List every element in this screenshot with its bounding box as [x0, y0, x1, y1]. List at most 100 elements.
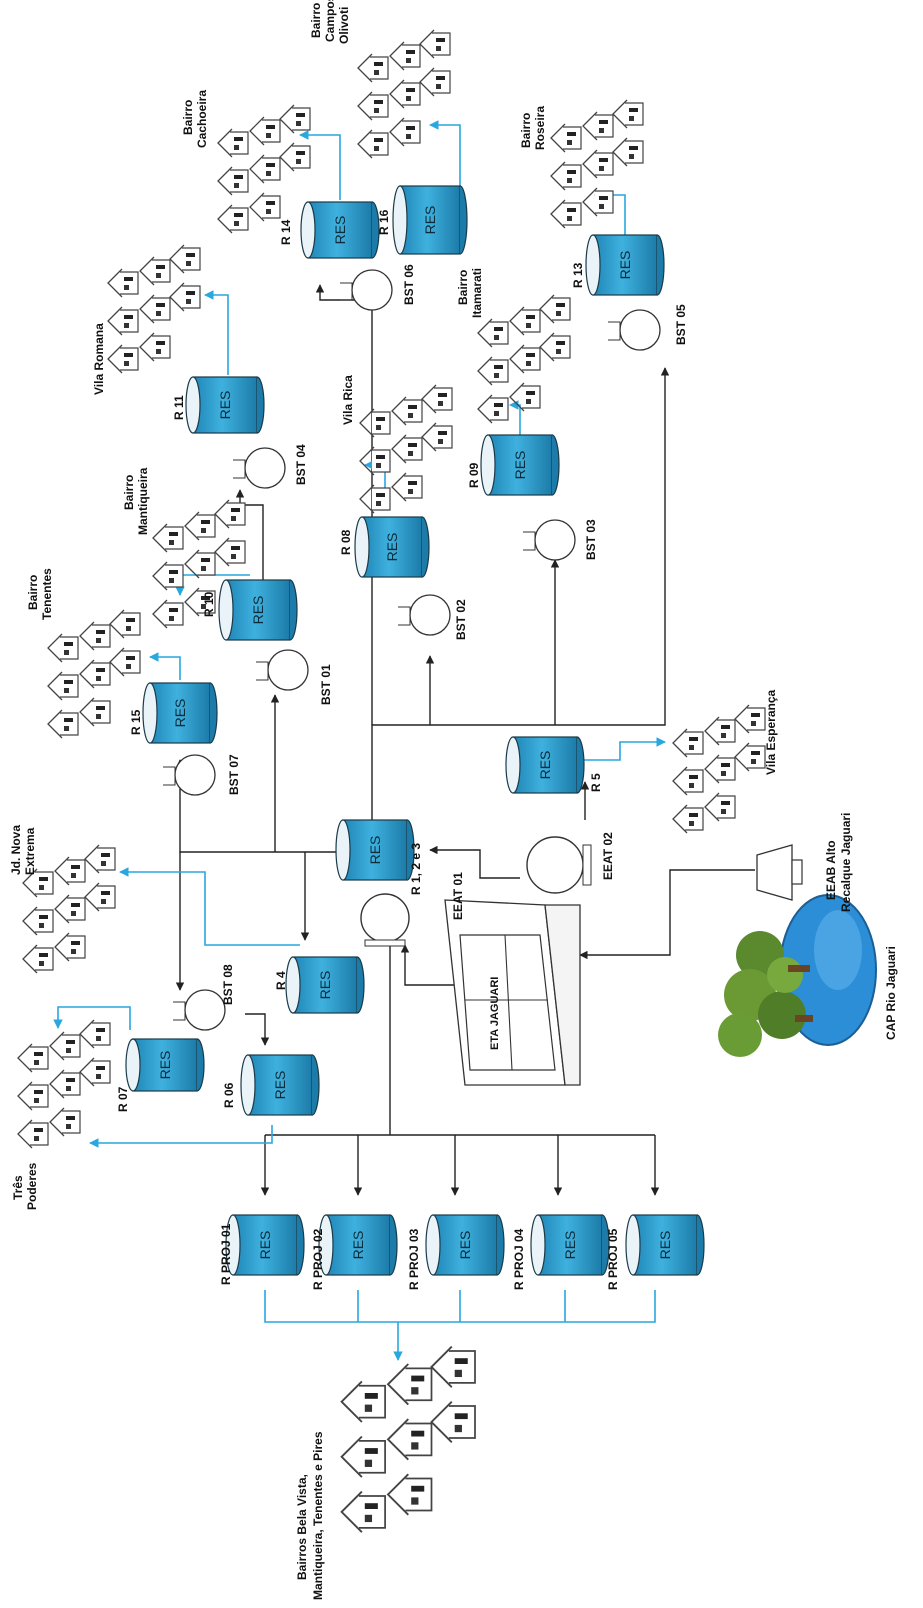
house-icon — [539, 294, 571, 324]
reservoir-label: RES — [217, 391, 233, 420]
res-r4: RES — [285, 956, 365, 1014]
house-icon — [79, 697, 111, 727]
cluster-vilarica — [359, 384, 453, 514]
house-icon — [734, 742, 766, 772]
house-icon — [389, 117, 421, 147]
res-r10: RES — [218, 579, 298, 641]
label-cachoeira-1: Bairro — [181, 100, 195, 135]
label-belavista-2: Mantiqueira, Tenentes e Pires — [311, 1431, 325, 1600]
house-icon — [49, 1107, 81, 1137]
pumping-lines — [175, 284, 755, 1196]
house-icon — [672, 728, 704, 758]
house-icon — [184, 549, 216, 579]
label-jdnova-1: Jd. Nova — [9, 825, 23, 875]
house-icon — [169, 244, 201, 274]
house-icon — [391, 472, 423, 502]
label-trespoderes-1: Três — [11, 1175, 25, 1200]
eta-building — [444, 899, 581, 1086]
reservoir-label: RES — [384, 533, 400, 562]
label-bst01: BST 01 — [319, 664, 333, 705]
house-icon — [214, 537, 246, 567]
house-icon — [359, 408, 391, 438]
house-icon — [79, 1019, 111, 1049]
house-icon — [139, 294, 171, 324]
label-bst03: BST 03 — [584, 519, 598, 560]
label-tenentes-1: Bairro — [26, 575, 40, 610]
label-bst02: BST 02 — [454, 599, 468, 640]
house-icon — [249, 116, 281, 146]
label-vilarica: Vila Rica — [341, 375, 355, 425]
label-r1: R 1, 2 e 3 — [409, 843, 423, 895]
cluster-vilaromana — [107, 244, 201, 374]
label-eeab-2: Recalque Jaguari — [839, 813, 853, 912]
reservoir-label: RES — [457, 1231, 473, 1260]
res-r11: RES — [185, 376, 265, 434]
bst04-icon — [233, 447, 286, 489]
tree-icon — [718, 931, 813, 1057]
label-r13: R 13 — [571, 262, 585, 288]
house-icon — [79, 659, 111, 689]
reservoir-label: RES — [257, 1231, 273, 1260]
label-rproj03: R PROJ 03 — [407, 1228, 421, 1290]
house-icon — [391, 396, 423, 426]
house-icon — [54, 894, 86, 924]
house-icon — [152, 561, 184, 591]
label-r5: R 5 — [589, 773, 603, 792]
res-r1: RES — [335, 819, 415, 881]
house-icon — [704, 716, 736, 746]
house-icon — [217, 166, 249, 196]
house-icon — [279, 104, 311, 134]
house-icon — [419, 67, 451, 97]
house-icon — [109, 609, 141, 639]
house-icon — [249, 192, 281, 222]
house-icon — [152, 523, 184, 553]
house-icon — [539, 332, 571, 362]
house-icon — [421, 384, 453, 414]
house-icon — [152, 599, 184, 629]
house-icon — [582, 111, 614, 141]
house-icon — [79, 621, 111, 651]
house-icon — [389, 79, 421, 109]
cluster-roseira — [550, 99, 644, 229]
label-r10: R 10 — [202, 591, 216, 617]
reservoir-label: RES — [562, 1231, 578, 1260]
reservoir-label: RES — [367, 836, 383, 865]
house-icon — [109, 647, 141, 677]
house-icon — [54, 856, 86, 886]
res-r5: RES — [505, 736, 585, 794]
cluster-vilaesperanca — [672, 704, 766, 834]
label-itamarati-1: Bairro — [456, 270, 470, 305]
reservoir-label: RES — [157, 1051, 173, 1080]
house-icon — [139, 332, 171, 362]
label-cachoeira-2: Cachoeira — [195, 90, 209, 148]
bst02-icon — [398, 594, 451, 636]
house-icon — [704, 754, 736, 784]
river-intake — [718, 844, 877, 1057]
label-r09: R 09 — [467, 462, 481, 488]
label-mantiqueira-2: Mantiqueira — [136, 467, 150, 535]
label-eta: ETA JAGUARI — [489, 977, 501, 1050]
label-cap: CAP Rio Jaguari — [884, 946, 898, 1040]
bst07-icon — [163, 754, 216, 796]
label-rproj02: R PROJ 02 — [311, 1228, 325, 1290]
house-icon — [582, 149, 614, 179]
res-r14: RES — [300, 201, 380, 259]
bst03-icon — [523, 519, 576, 561]
reservoir-label: RES — [617, 251, 633, 280]
house-icon — [704, 792, 736, 822]
label-bst05: BST 05 — [674, 304, 688, 345]
label-vilaromana: Vila Romana — [92, 323, 106, 395]
house-icon — [217, 128, 249, 158]
reservoir-label: RES — [332, 216, 348, 245]
house-icon — [107, 306, 139, 336]
reservoir-label: RES — [250, 596, 266, 625]
label-r16: R 16 — [377, 209, 391, 235]
label-trespoderes-2: Poderes — [25, 1162, 39, 1210]
label-r14: R 14 — [279, 219, 293, 245]
label-rproj01: R PROJ 01 — [219, 1223, 233, 1285]
res-rproj05: RES — [625, 1214, 705, 1276]
bst01-icon — [256, 649, 309, 691]
res-r16: RES — [392, 185, 468, 255]
house-icon — [357, 53, 389, 83]
